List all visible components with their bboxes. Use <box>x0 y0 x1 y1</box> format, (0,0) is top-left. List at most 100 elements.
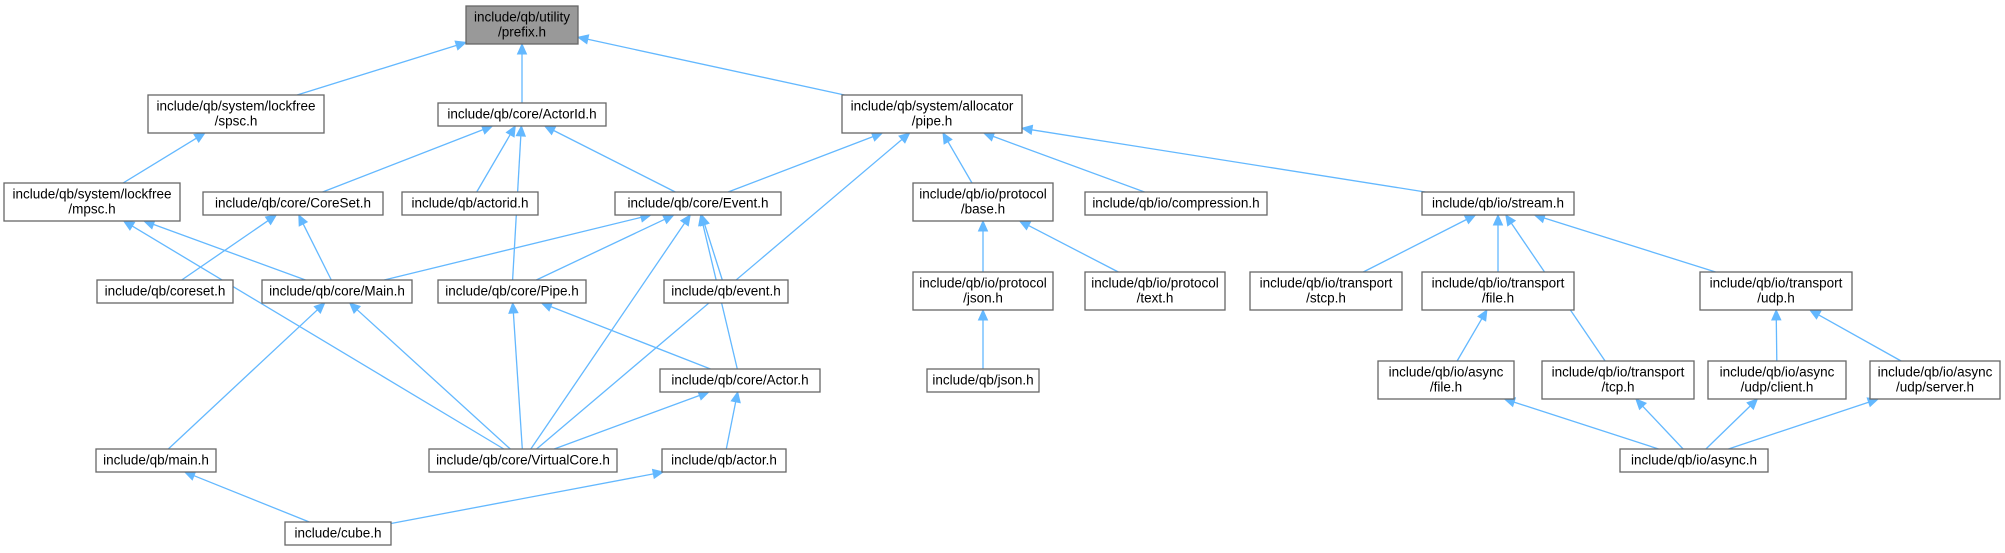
edge-arrowhead <box>1771 308 1782 321</box>
edge-arrowhead <box>698 213 709 227</box>
edge-line <box>947 141 973 184</box>
header-node-compression[interactable]: include/qb/io/compression.h <box>1084 191 1268 216</box>
header-node-tcp-tr[interactable]: include/qb/io/transport/tcp.h <box>1541 360 1695 400</box>
node-box <box>95 448 217 473</box>
node-box <box>1249 271 1403 311</box>
edge-arrowhead <box>298 213 309 227</box>
header-node-virtualcore[interactable]: include/qb/core/VirtualCore.h <box>428 448 618 473</box>
edge-arrowhead <box>1463 214 1477 225</box>
header-node-mpsc[interactable]: include/qb/system/lockfree/mpsc.h <box>3 182 181 222</box>
node-label-line: /mpsc.h <box>68 202 115 217</box>
edge-line <box>553 129 676 193</box>
node-label-line: /stcp.h <box>1306 291 1346 306</box>
node-label-line: include/qb/io/protocol <box>919 187 1047 202</box>
header-node-main-core[interactable]: include/qb/core/Main.h <box>261 279 413 304</box>
edge-line <box>587 38 845 96</box>
node-label-line: /udp/client.h <box>1741 380 1814 395</box>
header-node-event-core[interactable]: include/qb/core/Event.h <box>614 191 782 216</box>
edge-line <box>1031 129 1426 193</box>
graph-edges <box>122 34 1902 525</box>
header-node-udp-tr[interactable]: include/qb/io/transport/udp.h <box>1699 271 1853 311</box>
dependency-edge <box>1456 308 1488 362</box>
edge-arrowhead <box>264 214 278 226</box>
header-node-file-async[interactable]: include/qb/io/async/file.h <box>1377 360 1515 400</box>
edge-line <box>553 394 700 450</box>
node-label-line: include/qb/core/VirtualCore.h <box>436 453 610 468</box>
dependency-edge <box>181 214 278 281</box>
header-node-main[interactable]: include/qb/main.h <box>95 448 217 473</box>
dependency-edge <box>348 302 511 450</box>
header-node-coreset[interactable]: include/qb/coreset.h <box>96 279 234 304</box>
node-box <box>437 279 587 304</box>
header-node-json-proto[interactable]: include/qb/io/protocol/json.h <box>912 271 1054 311</box>
edge-line <box>296 44 457 96</box>
header-node-cube[interactable]: include/cube.h <box>284 521 392 546</box>
edge-arrowhead <box>1746 398 1759 411</box>
node-label-line: include/qb/io/protocol <box>1091 276 1219 291</box>
header-node-coreset-core[interactable]: include/qb/core/CoreSet.h <box>202 191 384 216</box>
header-node-io-base[interactable]: include/qb/io/protocol/base.h <box>912 182 1054 222</box>
node-label-line: include/qb/core/Actor.h <box>671 373 808 388</box>
dependency-edge <box>1635 398 1684 450</box>
header-node-stream[interactable]: include/qb/io/stream.h <box>1421 191 1575 216</box>
header-node-actorid[interactable]: include/qb/actorid.h <box>401 191 539 216</box>
header-node-actor-core[interactable]: include/qb/core/Actor.h <box>659 368 821 393</box>
node-label-line: include/qb/system/allocator <box>851 99 1014 114</box>
edge-arrowhead <box>870 131 884 142</box>
edge-arrowhead <box>543 125 557 136</box>
node-label-line: include/qb/core/Main.h <box>269 284 405 299</box>
edge-arrowhead <box>454 40 468 51</box>
graph-nodes: include/qb/utility/prefix.hinclude/qb/sy… <box>3 5 2001 546</box>
edge-line <box>725 401 737 450</box>
node-label-line: include/qb/io/transport <box>1260 276 1393 291</box>
node-box <box>96 279 234 304</box>
edge-line <box>167 309 318 450</box>
node-label-line: include/qb/io/async.h <box>1631 453 1757 468</box>
edge-arrowhead <box>942 131 953 145</box>
dependency-edge <box>476 124 516 193</box>
edge-line <box>122 137 197 184</box>
node-box <box>261 279 413 304</box>
edge-line <box>322 128 484 193</box>
edge-arrowhead <box>679 214 691 227</box>
node-label-line: include/qb/io/transport <box>1432 276 1565 291</box>
header-node-async[interactable]: include/qb/io/async.h <box>1619 448 1769 473</box>
node-label-line: include/qb/utility <box>474 10 570 25</box>
header-node-text-proto[interactable]: include/qb/io/protocol/text.h <box>1084 271 1226 311</box>
header-node-actorid-core[interactable]: include/qb/core/ActorId.h <box>437 102 607 127</box>
header-node-udp-client[interactable]: include/qb/io/async/udp/client.h <box>1707 360 1847 400</box>
header-node-udp-server[interactable]: include/qb/io/async/udp/server.h <box>1869 360 2001 400</box>
edge-arrowhead <box>1018 220 1032 231</box>
node-box <box>1377 360 1515 400</box>
node-box <box>1421 191 1575 216</box>
node-label-line: /json.h <box>963 291 1003 306</box>
node-box <box>147 94 325 134</box>
dependency-edge <box>942 131 973 184</box>
edge-line <box>1728 401 1869 450</box>
edge-arrowhead <box>313 302 326 315</box>
node-box <box>1421 271 1575 311</box>
edge-arrowhead <box>977 219 989 232</box>
node-box <box>437 102 607 127</box>
header-node-stcp[interactable]: include/qb/io/transport/stcp.h <box>1249 271 1403 311</box>
dependency-edge <box>296 40 468 96</box>
node-box <box>401 191 539 216</box>
header-node-json[interactable]: include/qb/json.h <box>926 368 1040 393</box>
node-label-line: include/qb/actor.h <box>671 453 777 468</box>
edge-line <box>131 225 505 450</box>
node-label-line: /tcp.h <box>1601 380 1634 395</box>
header-node-event[interactable]: include/qb/event.h <box>663 279 789 304</box>
header-node-spsc[interactable]: include/qb/system/lockfree/spsc.h <box>147 94 325 134</box>
dependency-edge <box>122 220 505 450</box>
dependency-edge <box>167 302 326 450</box>
header-node-actor[interactable]: include/qb/actor.h <box>661 448 787 473</box>
edge-arrowhead <box>576 34 590 45</box>
dependency-edge <box>1705 398 1759 450</box>
dependency-edge <box>390 468 665 525</box>
header-node-pipe-alloc[interactable]: include/qb/system/allocator/pipe.h <box>841 94 1023 134</box>
header-node-file-tr[interactable]: include/qb/io/transport/file.h <box>1421 271 1575 311</box>
header-node-pipe-core[interactable]: include/qb/core/Pipe.h <box>437 279 587 304</box>
edge-arrowhead <box>348 302 361 315</box>
dependency-edge <box>322 124 494 193</box>
node-label-line: /file.h <box>1430 380 1462 395</box>
